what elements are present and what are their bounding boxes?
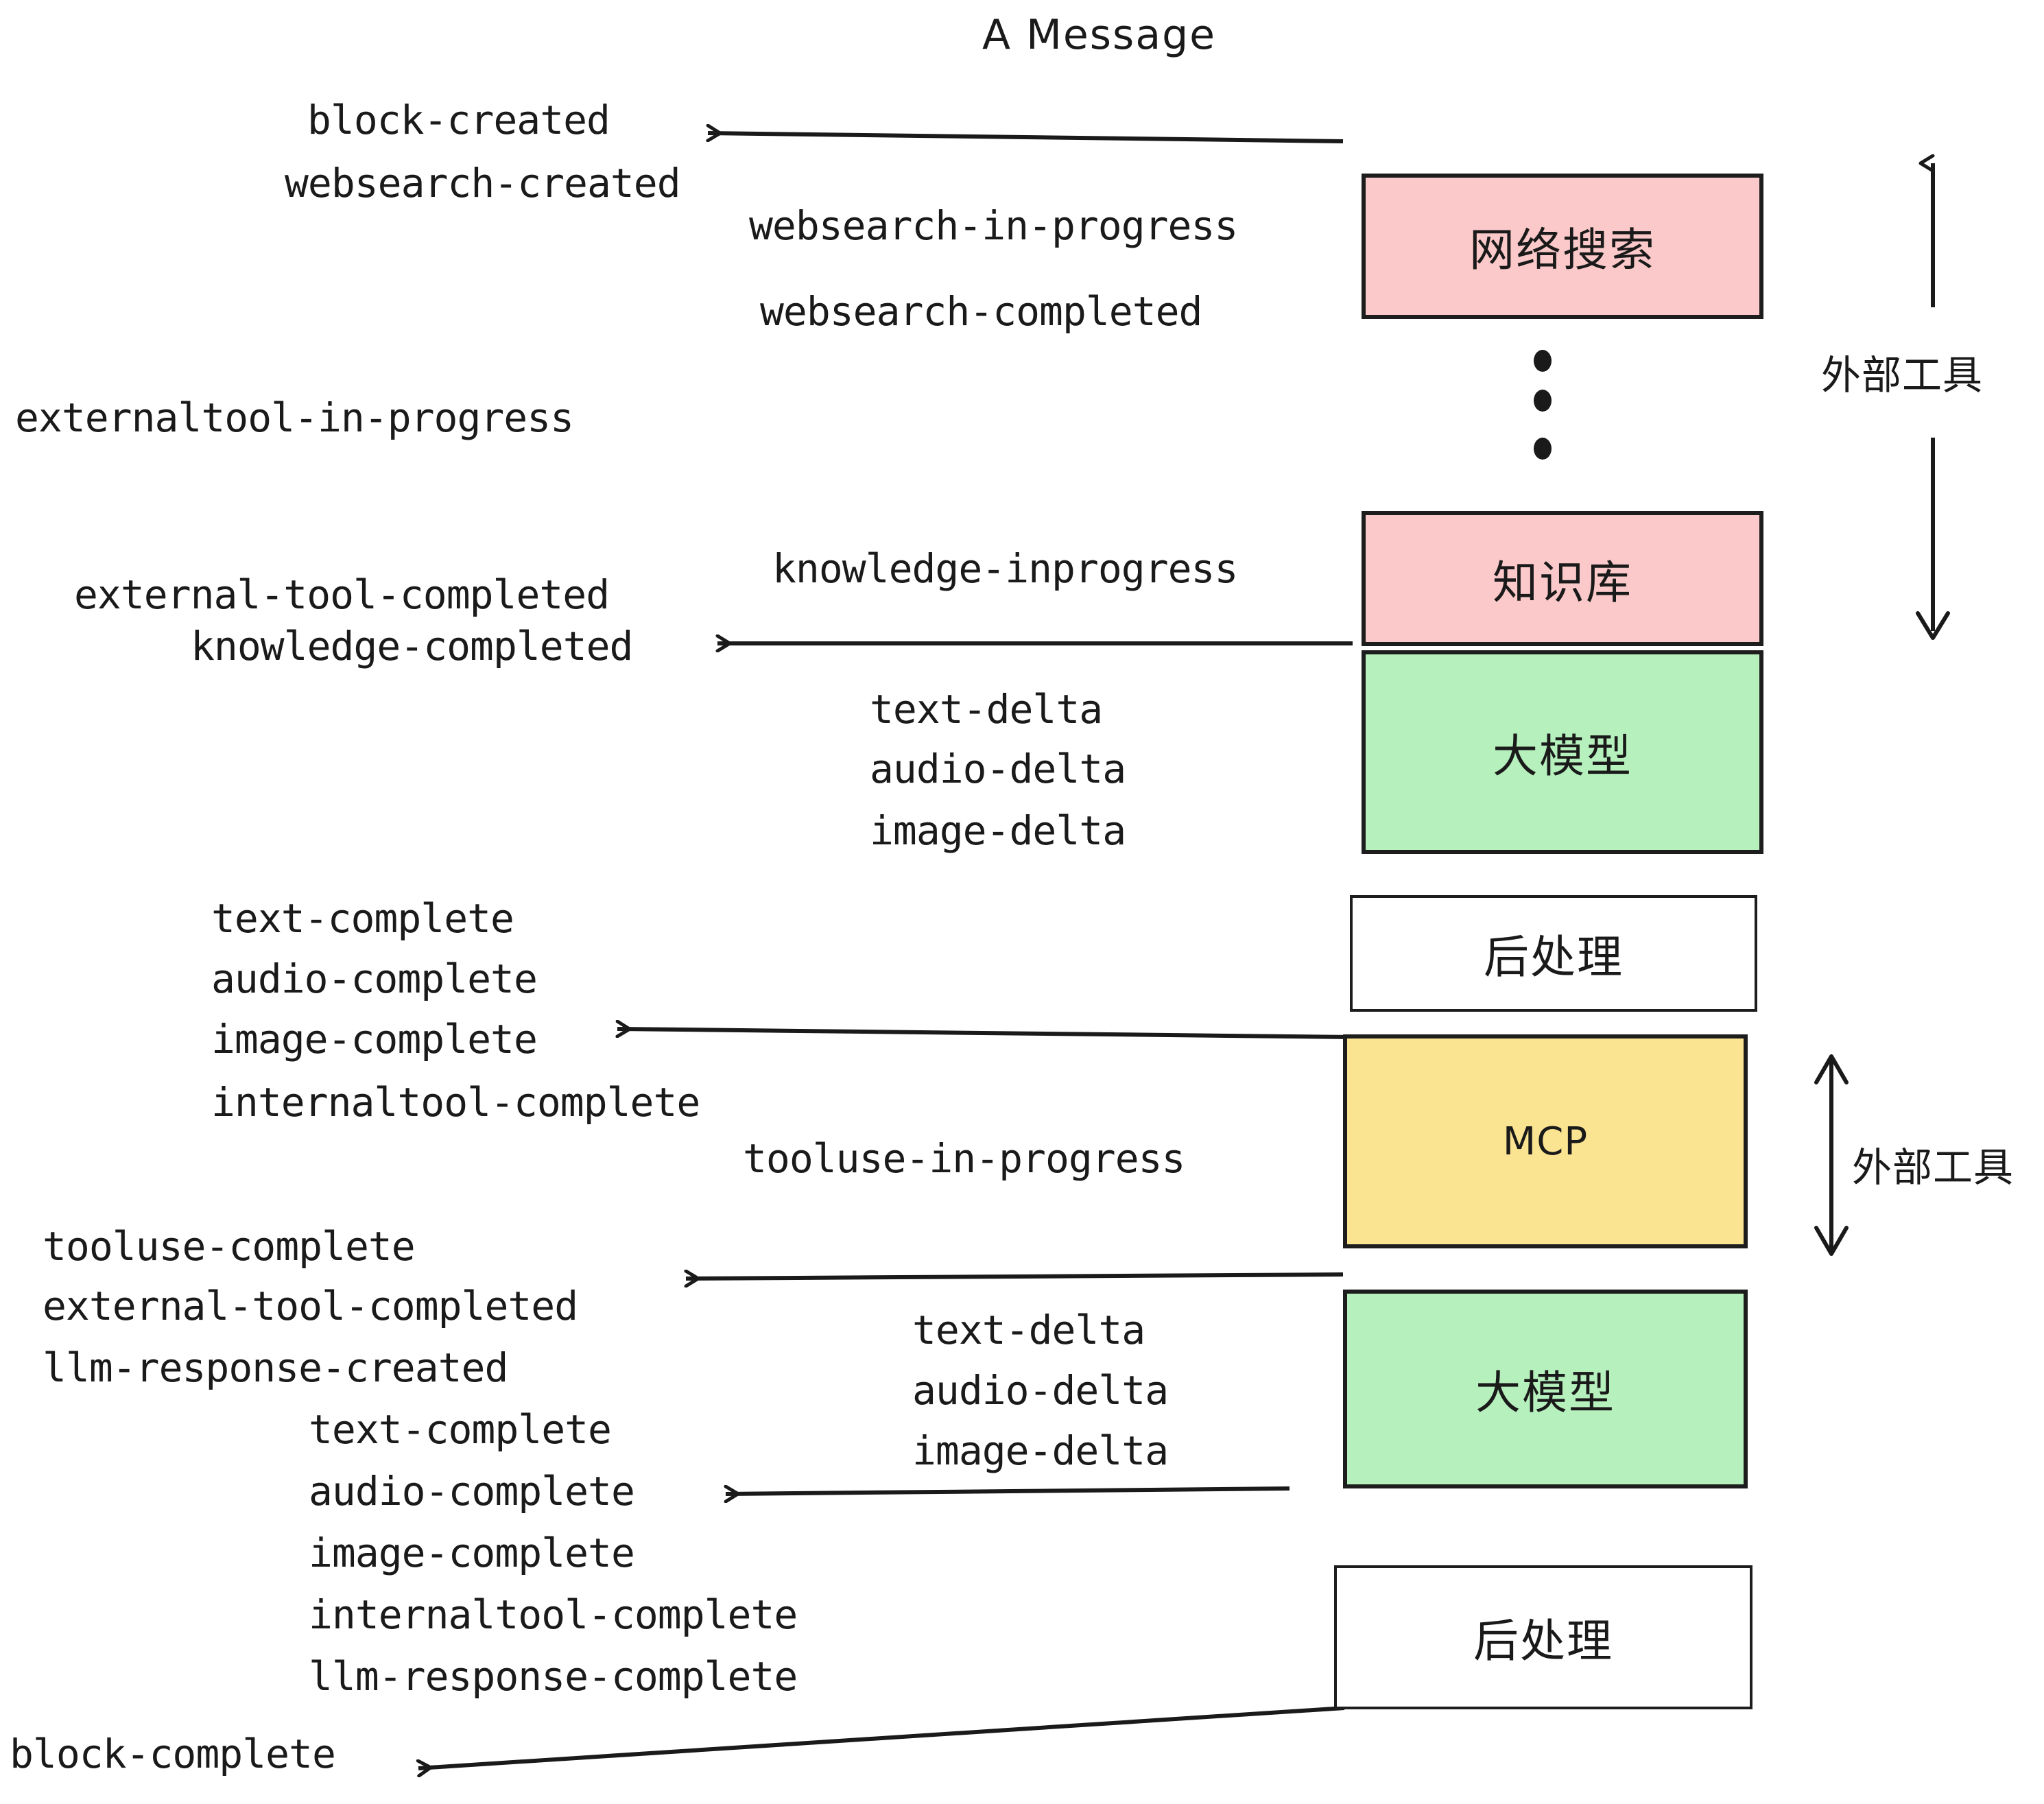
- side-label-external-tool-upper: 外部工具: [1821, 352, 1984, 399]
- event-audio-complete-1: audio-complete: [211, 956, 538, 1002]
- node-websearch-label: 网络搜索: [1469, 224, 1656, 276]
- event-audio-delta-2: audio-delta: [912, 1367, 1169, 1414]
- event-block-created: block-created: [307, 97, 610, 143]
- event-knowledge-inprogress: knowledge-inprogress: [772, 545, 1238, 592]
- page-title: A Message: [982, 11, 1217, 59]
- event-llm-response-created: llm-response-created: [43, 1344, 508, 1391]
- arrow-llm2-to-audio-complete: [726, 1488, 1290, 1494]
- event-text-delta-2: text-delta: [912, 1307, 1145, 1353]
- event-image-delta-1: image-delta: [870, 807, 1126, 854]
- arrow-post2-to-block-complete: [418, 1706, 1345, 1768]
- event-websearch-created: websearch-created: [285, 160, 681, 206]
- event-text-complete-2: text-complete: [309, 1406, 612, 1453]
- node-llm-2-label: 大模型: [1475, 1366, 1615, 1419]
- node-post-processing-1[interactable]: 后处理: [1350, 895, 1757, 1012]
- event-tooluse-complete: tooluse-complete: [43, 1223, 416, 1270]
- event-image-delta-2: image-delta: [912, 1427, 1169, 1474]
- ellipsis-dot-3: [1534, 438, 1552, 460]
- event-externaltool-in-progress: externaltool-in-progress: [15, 394, 574, 441]
- node-llm-2[interactable]: 大模型: [1343, 1290, 1748, 1488]
- event-external-tool-completed-1: external-tool-completed: [74, 571, 610, 618]
- arrow-websearch-to-block-created: [708, 133, 1344, 143]
- event-text-delta-1: text-delta: [870, 686, 1103, 733]
- arrow-post1-to-image-complete: [617, 1029, 1353, 1039]
- event-image-complete-2: image-complete: [309, 1530, 635, 1576]
- node-post-processing-2-label: 后处理: [1473, 1615, 1613, 1667]
- node-post-processing-2[interactable]: 后处理: [1334, 1565, 1752, 1709]
- event-knowledge-completed: knowledge-completed: [191, 623, 633, 669]
- arrowhead-external-tool-down-lower: [1814, 1226, 1849, 1256]
- ellipsis-dot-1: [1534, 350, 1552, 372]
- event-llm-response-complete: llm-response-complete: [309, 1653, 798, 1700]
- node-post-processing-1-label: 后处理: [1484, 931, 1624, 984]
- arrowhead-external-tool-down-upper: [1916, 611, 1950, 640]
- event-internaltool-complete-2: internaltool-complete: [309, 1591, 798, 1638]
- arrowhead-external-tool-up-lower: [1814, 1054, 1849, 1084]
- event-audio-complete-2: audio-complete: [309, 1468, 635, 1515]
- node-mcp-label: MCP: [1502, 1119, 1589, 1164]
- event-websearch-completed: websearch-completed: [760, 288, 1202, 335]
- event-text-complete-1: text-complete: [211, 895, 514, 942]
- side-label-external-tool-lower: 外部工具: [1852, 1144, 2015, 1191]
- event-internaltool-complete-1: internaltool-complete: [211, 1079, 700, 1126]
- ellipsis-dot-2: [1534, 390, 1552, 412]
- event-tooluse-in-progress: tooluse-in-progress: [743, 1135, 1185, 1182]
- event-image-complete-1: image-complete: [211, 1016, 538, 1063]
- node-mcp[interactable]: MCP: [1343, 1034, 1748, 1248]
- arrow-mcp-to-tooluse-complete: [686, 1274, 1344, 1279]
- event-websearch-in-progress: websearch-in-progress: [749, 202, 1238, 249]
- event-external-tool-completed-2: external-tool-completed: [43, 1283, 578, 1329]
- node-knowledge-label: 知识库: [1493, 556, 1632, 609]
- node-websearch[interactable]: 网络搜索: [1362, 174, 1763, 319]
- node-llm-1[interactable]: 大模型: [1362, 650, 1763, 854]
- node-llm-1-label: 大模型: [1493, 729, 1632, 783]
- event-audio-delta-1: audio-delta: [870, 746, 1126, 792]
- event-block-complete: block-complete: [10, 1731, 336, 1777]
- node-knowledge[interactable]: 知识库: [1362, 511, 1763, 646]
